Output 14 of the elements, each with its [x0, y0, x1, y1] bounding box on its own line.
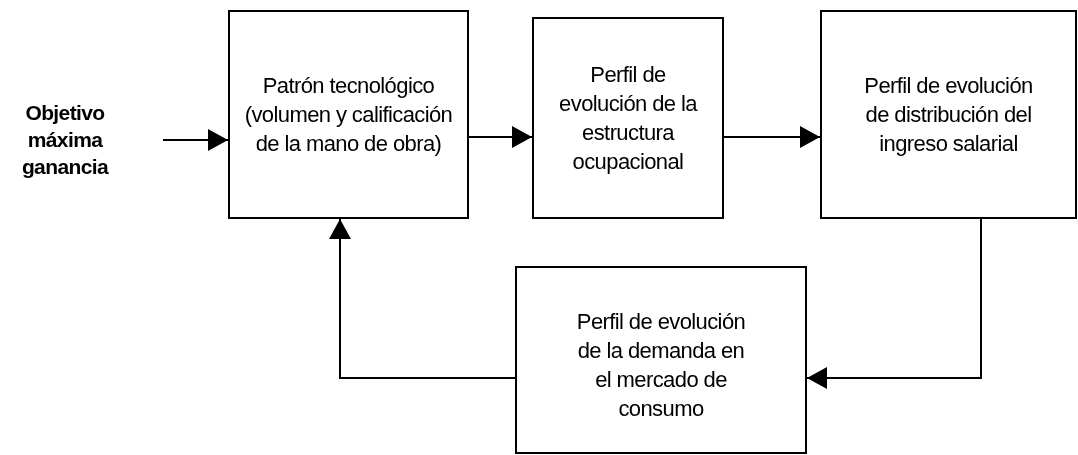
box-label: Perfil de evolución de la estructura ocupacional — [558, 61, 699, 176]
process-box — [532, 17, 724, 219]
arrow — [468, 127, 533, 147]
arrow — [330, 218, 516, 379]
box-label: Patrón tecnológico (volumen y calificación de la mano de obra) — [244, 72, 453, 158]
bare-label: Objetivo máxima ganancia — [20, 99, 110, 180]
box-label: Perfil de evolución de la demanda en el mercado de consumo — [575, 308, 747, 423]
arrow — [162, 130, 229, 150]
process-box — [228, 10, 469, 219]
process-box — [515, 266, 807, 454]
arrow — [806, 218, 982, 388]
arrow — [723, 127, 821, 147]
process-box — [820, 10, 1077, 219]
box-label: Perfil de evolución de distribución del ingreso salarial — [863, 72, 1034, 158]
